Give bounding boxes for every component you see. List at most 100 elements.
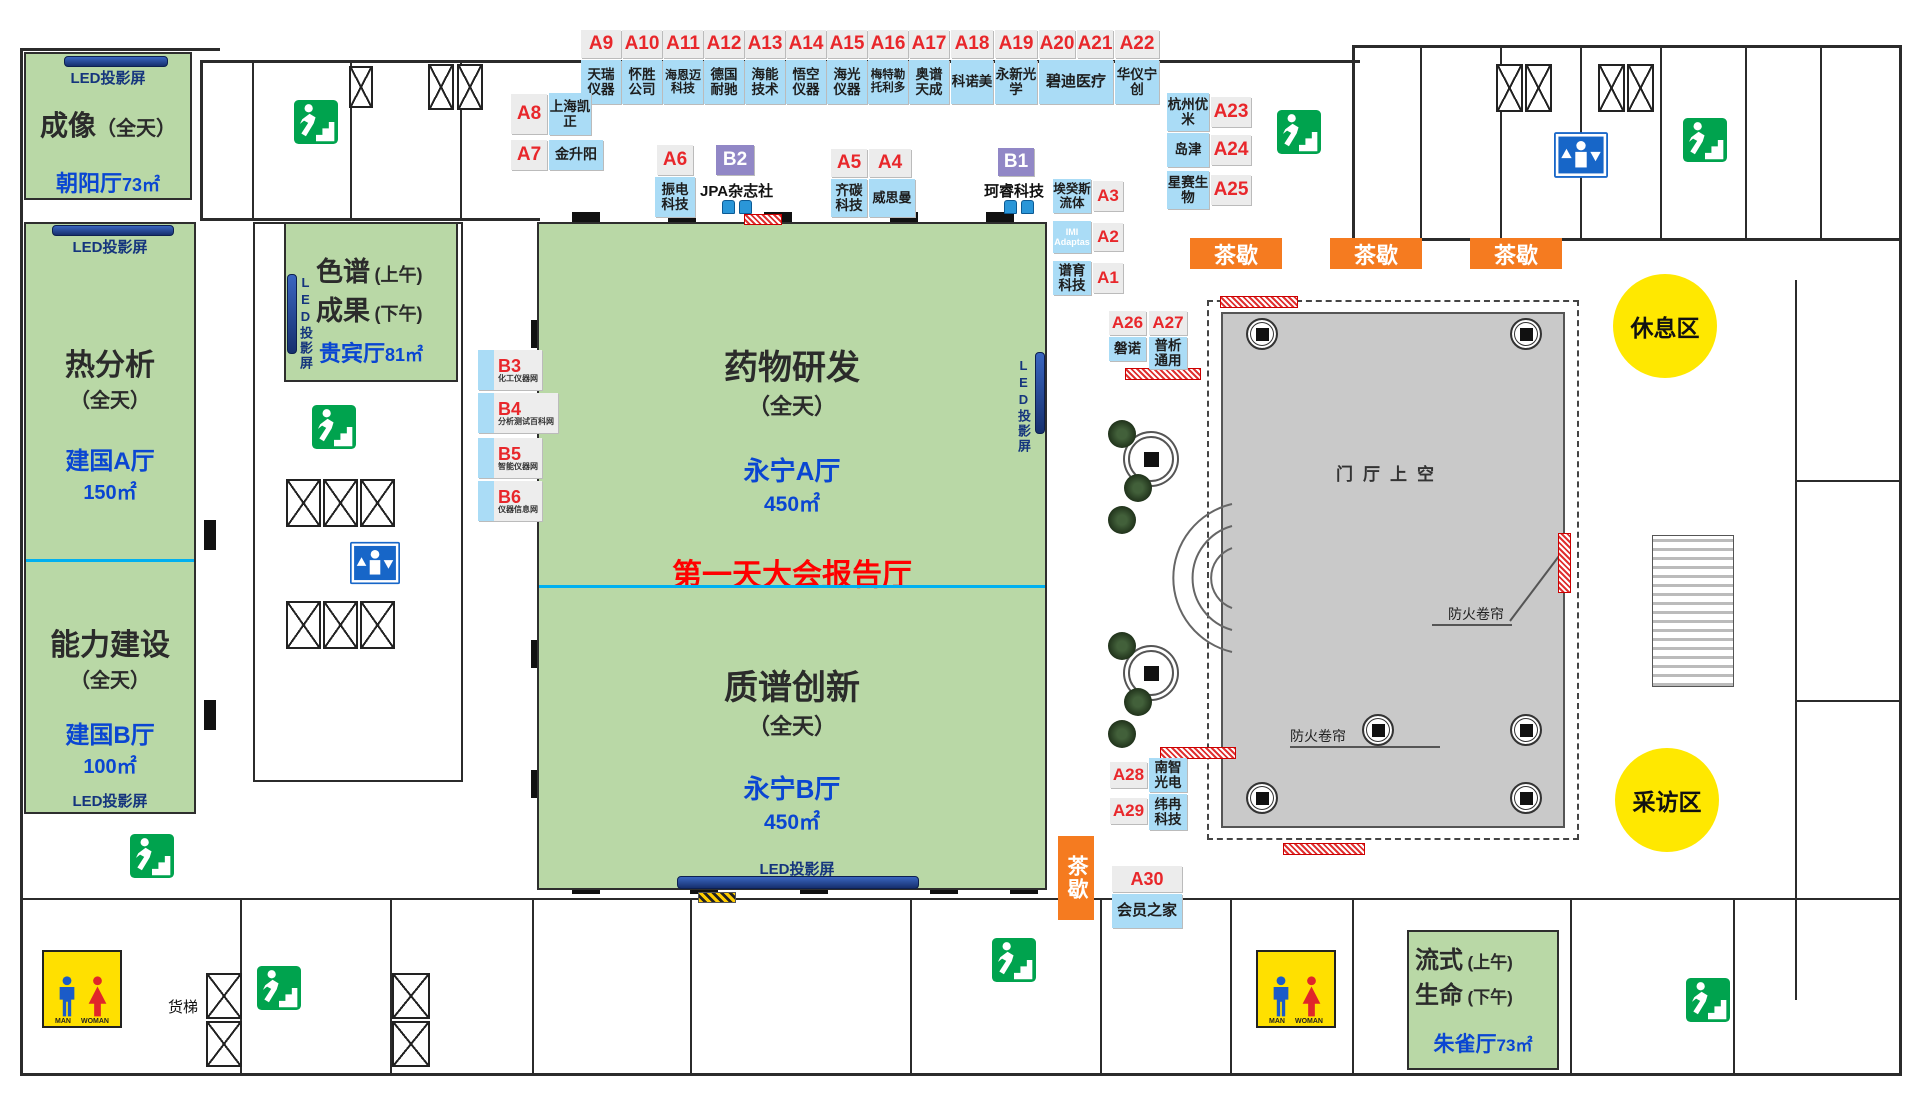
booth-a11-id: A11 [663,30,703,58]
plant [1124,474,1152,502]
booth-a12-name: 德国耐驰 [704,60,744,104]
booth-a15-name: 海光仪器 [827,60,867,104]
column [1510,714,1542,746]
booth-a3-name: 埃癸斯流体 [1053,179,1091,213]
interview-area-sign: 采访区 [1615,748,1719,852]
entrance-steps [1172,503,1233,653]
room-zhuque [1407,930,1559,1070]
booth-a13-id: A13 [745,30,785,58]
led-screen-bar [1035,352,1045,434]
booth-a6-name: 振电科技 [655,177,695,217]
column [1246,318,1278,350]
man-icon [56,976,78,1018]
room-jianguo [24,222,196,814]
elevator-shaft [323,601,358,649]
booth-b3-name: 化工仪器网 [498,373,538,383]
booth-a11-name: 海恩迈科技 [663,60,703,104]
led-screen-bar [677,876,919,889]
plant [1108,420,1136,448]
booth-b1-name: 珂睿科技 [984,183,1045,200]
elevator-shaft [286,601,321,649]
room-zhuque-topic: 流式 (上午) 生命 (下午) [1415,947,1513,1009]
seat-icon [1004,200,1017,214]
elevator-shaft [392,973,430,1019]
booth-a29-name: 纬冉科技 [1149,794,1187,830]
rest-area-sign: 休息区 [1613,274,1717,378]
elevator-shaft [428,64,454,110]
tea-break-sign: 茶歇 [1470,238,1562,269]
led-screen-label: LED投影屏 [70,70,146,87]
woman-label: WOMAN [80,1018,109,1025]
hazard-strip [698,892,736,903]
booth-marker [478,350,494,390]
booth-b4-name: 分析测试百科网 [498,416,554,426]
booth-a7-name: 金升阳 [549,140,603,170]
atrium-dashed-boundary [1207,300,1579,840]
booth-a14-name: 悟空仪器 [786,60,826,104]
room-divider-line [26,559,194,562]
exit-stairs-icon [312,405,356,449]
booth-a12-id: A12 [704,30,744,58]
booth-b1-seats [1002,200,1036,219]
booth-a19-name: 永新光学 [995,60,1037,104]
booth-a21-id: A21 [1077,30,1113,58]
booth-a25-name: 星赛生物 [1167,171,1209,209]
booth-a20-id: A20 [1039,30,1075,58]
booth-b6-id: B6 [498,486,522,507]
elevator-shaft [286,479,321,527]
led-screen-label: LED投影屏 [759,861,835,878]
atrium-label: 门厅上空 [1336,465,1444,484]
booth-a24-name: 岛津 [1167,133,1209,167]
booth-a2-id: A2 [1093,223,1123,251]
led-screen-bar [287,274,297,354]
booth-a4-name: 威思曼 [869,179,915,217]
booth-b6-name: 仪器信息网 [498,504,538,514]
plant [1124,688,1152,716]
exit-stairs-icon [294,100,338,144]
exit-stairs-icon [257,966,301,1010]
woman-icon [1300,976,1323,1018]
booth-b2-name: JPA杂志社 [700,183,774,200]
room-yongning-b-text: 质谱创新 （全天） 永宁B厅 450㎡ [724,669,860,834]
exit-stairs-icon [130,834,174,878]
booth-a25-id: A25 [1211,175,1251,205]
booth-a28-name: 南智光电 [1149,758,1187,792]
elevator-shaft [206,973,242,1019]
booth-a13-name: 海能技术 [745,60,785,104]
elevator-icon [1554,132,1608,178]
man-label: MAN [1269,1018,1285,1025]
atrium-void [1221,312,1565,828]
booth-marker [478,481,494,521]
booth-a8-name: 上海凯正 [549,93,591,135]
tea-break-sign: 茶歇 [1330,238,1422,269]
booth-a15-id: A15 [827,30,867,58]
room-jianguo-b-text: 能力建设 （全天） 建国B厅 100㎡ [50,629,170,778]
fire-curtain-marker [1125,368,1201,380]
booth-b4-id: B4 [498,398,522,419]
booth-a9-id: A9 [581,30,621,58]
booth-b2-id: B2 [716,145,754,175]
plant [1108,632,1136,660]
booth-a20-a21-name: 碧迪医疗 [1039,60,1113,104]
grand-staircase [1652,535,1734,687]
booth-a1-name: 谱育科技 [1053,261,1091,295]
room-guibin [284,222,458,382]
booth-a27-name: 普析通用 [1149,337,1187,369]
elevator-shaft [360,601,395,649]
elevator-shaft [206,1021,242,1067]
exit-stairs-icon [1686,978,1730,1022]
exit-stairs-icon [1277,110,1321,154]
freight-elevator-label: 货梯 [168,999,199,1016]
exit-stairs-icon [1683,118,1727,162]
booth-a26-id: A26 [1109,311,1146,335]
woman-label: WOMAN [1294,1018,1323,1025]
plant [1108,720,1136,748]
room-chaoyang-topic: 成像（全天） [39,110,176,141]
booth-a26-name: 磐诺 [1109,337,1146,361]
led-screen-bar [52,225,174,236]
booth-a18-id: A18 [951,30,993,58]
